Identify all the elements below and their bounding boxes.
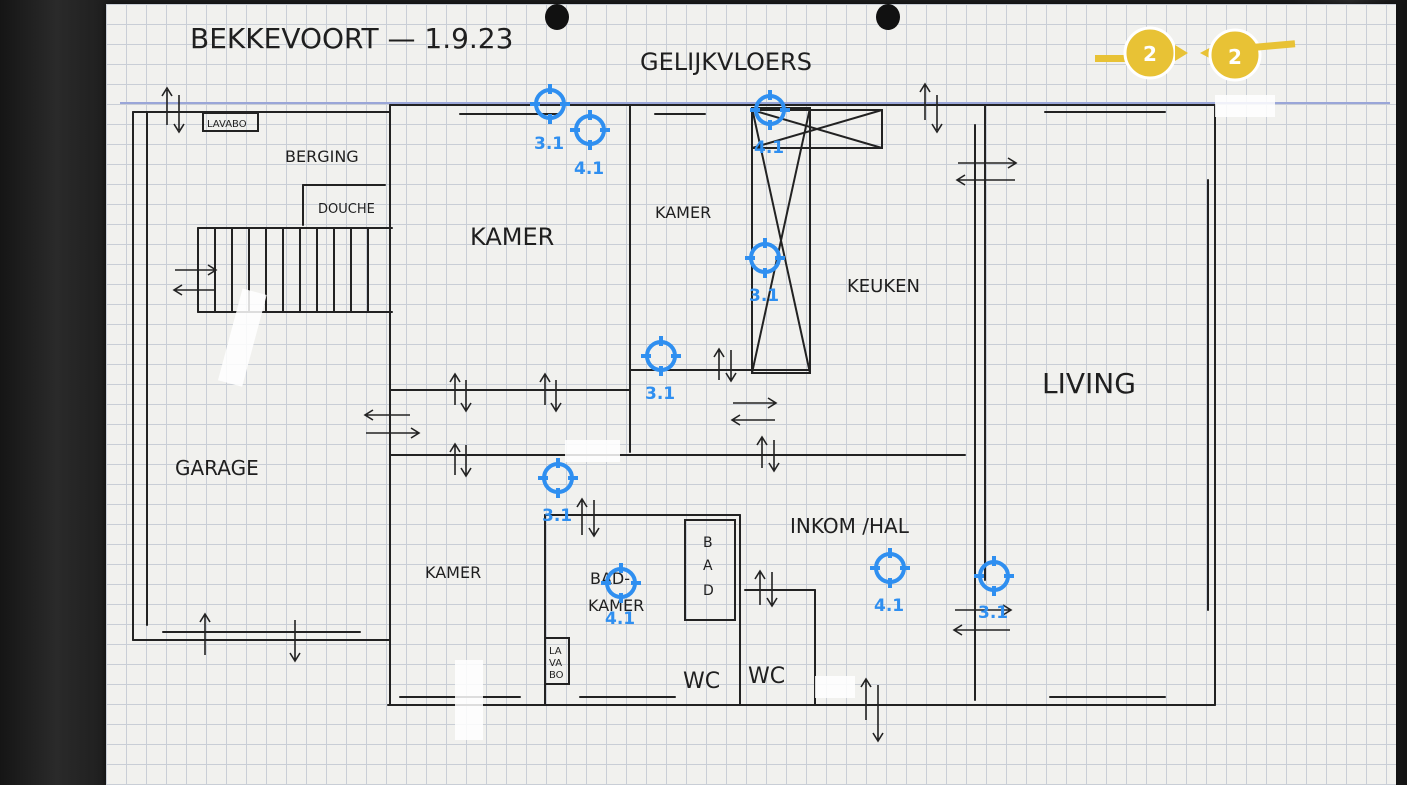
room-wc-2: WC: [748, 664, 785, 689]
binder-hole: [876, 4, 900, 30]
marker-label: 3.1: [534, 134, 564, 154]
correction-patches: [217, 95, 1275, 740]
binder-hole: [545, 4, 569, 30]
bath-tub-letter: B: [703, 535, 713, 551]
crosshair-icon: [874, 552, 906, 584]
crosshair-ticks: [530, 84, 570, 124]
room-keuken: KEUKEN: [847, 276, 920, 297]
crosshair-icon: [574, 114, 606, 146]
crosshair-ticks: [570, 110, 610, 150]
crosshair-ticks: [750, 90, 790, 130]
room-douche: DOUCHE: [318, 202, 375, 217]
arrow-left-badge-icon: [1208, 28, 1262, 82]
badge-label: 2: [1143, 42, 1157, 66]
crosshair-icon: [542, 462, 574, 494]
crosshair-marker[interactable]: 3.1: [641, 336, 681, 404]
badge-pointer: [1175, 45, 1188, 61]
room-inkom-hal: INKOM /HAL: [790, 514, 910, 538]
crosshair-marker[interactable]: 4.1: [870, 548, 910, 616]
plan-floor-label: GELIJKVLOERS: [640, 48, 812, 76]
room-wc-1: WC: [683, 669, 720, 694]
marker-label: 4.1: [605, 609, 635, 629]
lavabo-bath-line: VA: [549, 658, 562, 669]
room-living: LIVING: [1042, 367, 1136, 400]
marker-label: 4.1: [874, 596, 904, 616]
marker-layer: 3.1 4.1 4.1 3.1 3.1 3.1: [530, 84, 1014, 629]
crosshair-icon: [749, 242, 781, 274]
room-kamer-2: KAMER: [655, 203, 711, 222]
lavabo-bath-line: LA: [549, 646, 562, 657]
crosshair-marker[interactable]: 3.1: [745, 238, 785, 306]
marker-label: 3.1: [542, 506, 572, 526]
crosshair-marker[interactable]: 3.1: [974, 556, 1014, 623]
crosshair-marker[interactable]: 4.1: [570, 110, 610, 179]
lavabo-bath-line: BO: [549, 670, 564, 681]
room-berging: BERGING: [285, 147, 359, 166]
crosshair-ticks: [538, 458, 578, 498]
crosshair-ticks: [601, 563, 641, 603]
crosshair-ticks: [974, 556, 1014, 596]
marker-label: 4.1: [754, 138, 784, 158]
crosshair-marker[interactable]: 4.1: [601, 563, 641, 629]
marker-label: 3.1: [978, 603, 1008, 623]
marker-label: 4.1: [574, 159, 604, 179]
badge-tail: [1095, 55, 1140, 62]
badge-tail: [1254, 40, 1296, 51]
badge-label: 2: [1228, 45, 1242, 69]
crosshair-ticks: [745, 238, 785, 278]
room-badkamer-line-2: KAMER: [588, 596, 644, 615]
crosshair-icon: [645, 340, 677, 372]
marker-label: 3.1: [749, 286, 779, 306]
bath-tub-letter: D: [703, 583, 714, 599]
crosshair-marker[interactable]: 4.1: [750, 90, 790, 158]
crosshair-marker[interactable]: 3.1: [538, 458, 578, 526]
badge-group: 2 2: [1095, 26, 1296, 82]
crosshair-ticks: [641, 336, 681, 376]
door-arrows: [161, 82, 1018, 743]
room-badkamer-line-1: BAD-: [590, 569, 630, 588]
plan-title: BEKKEVOORT — 1.9.23: [190, 22, 513, 55]
bath-tub-letter: A: [703, 558, 713, 574]
room-garage: GARAGE: [175, 456, 259, 480]
walls: [132, 104, 1216, 706]
room-lavabo-top: LAVABO: [207, 119, 247, 130]
room-kamer-1: KAMER: [470, 223, 554, 251]
crosshair-marker[interactable]: 3.1: [530, 84, 570, 154]
crosshair-ticks: [870, 548, 910, 588]
room-kamer-3: KAMER: [425, 563, 481, 582]
marker-label: 3.1: [645, 384, 675, 404]
